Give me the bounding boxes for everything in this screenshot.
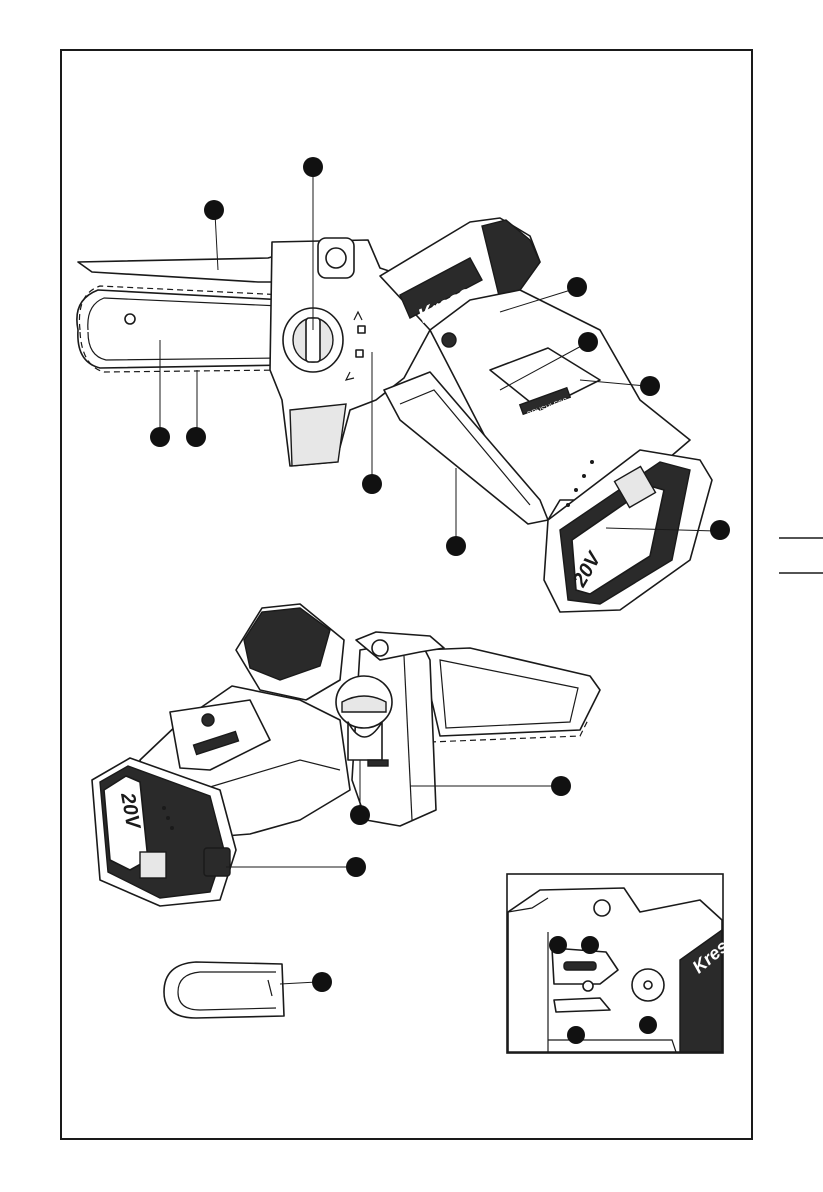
callout-marker [312, 972, 332, 992]
callout-marker [303, 157, 323, 177]
callout-marker [567, 1026, 585, 1044]
side-cover [352, 640, 436, 826]
callout-marker [362, 474, 382, 494]
callout-marker [346, 857, 366, 877]
callout-marker [350, 805, 370, 825]
callout-marker [710, 520, 730, 540]
callout-marker [640, 376, 660, 396]
chain-guard [78, 252, 298, 282]
callout-marker [204, 200, 224, 220]
guide-bar [77, 290, 290, 368]
chainsaw-rear-view: 20V [92, 604, 600, 906]
callout-marker [446, 536, 466, 556]
callout-marker [639, 1016, 657, 1034]
chainsaw-side-view: Kress BRUSHLESS 20V [77, 218, 712, 612]
callout-marker [150, 427, 170, 447]
battery-release-button [204, 848, 230, 876]
callout-marker [581, 936, 599, 954]
callout-marker [578, 332, 598, 352]
callout-marker [549, 936, 567, 954]
bar-cover [164, 962, 332, 1018]
callout-marker [567, 277, 587, 297]
callout-marker [551, 776, 571, 796]
lower-guard [290, 404, 346, 466]
detail-inset: Kress [507, 874, 740, 1053]
callout-marker [186, 427, 206, 447]
